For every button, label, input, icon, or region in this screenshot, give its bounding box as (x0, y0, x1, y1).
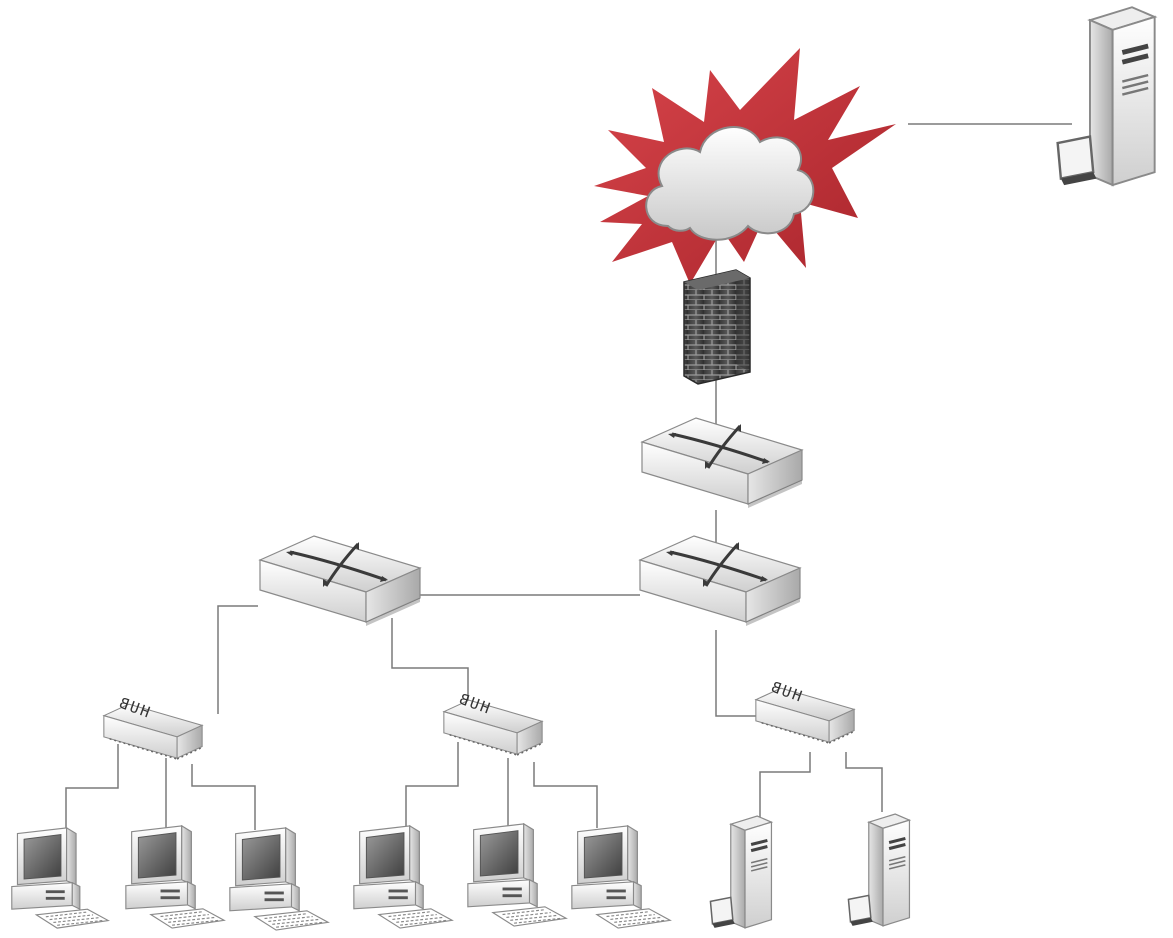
brick-firewall-icon[interactable] (683, 269, 751, 385)
internet-cloud-burst-icon[interactable] (594, 48, 896, 284)
desktop-pc-icon[interactable] (126, 826, 224, 928)
desktop-pc-icon[interactable] (468, 824, 566, 926)
server-tower-icon[interactable] (1058, 7, 1155, 185)
switch-icon[interactable] (260, 536, 420, 626)
link-hub-2-pc-6 (533, 762, 598, 828)
switch-icon[interactable] (642, 418, 802, 508)
link-hub-2-pc-4 (405, 742, 459, 828)
link-hub-1-pc-1 (65, 744, 119, 830)
hub-icon[interactable]: HUB (756, 677, 854, 743)
link-dist-right-hub-3 (715, 630, 756, 717)
link-dist-left-hub-2 (391, 618, 469, 706)
desktop-pc-icon[interactable] (354, 826, 452, 928)
links-layer (65, 123, 1072, 830)
server-tower-icon[interactable] (848, 814, 909, 926)
link-hub-3-server-1 (759, 752, 811, 818)
desktop-pc-icon[interactable] (230, 828, 328, 930)
desktop-pc-icon[interactable] (12, 828, 108, 928)
link-hub-3-server-2 (845, 752, 883, 812)
link-dist-left-hub-1 (217, 605, 258, 714)
link-hub-1-pc-3 (191, 764, 256, 830)
switch-icon[interactable] (640, 536, 800, 626)
desktop-pc-icon[interactable] (572, 826, 670, 928)
server-tower-icon[interactable] (710, 816, 771, 928)
